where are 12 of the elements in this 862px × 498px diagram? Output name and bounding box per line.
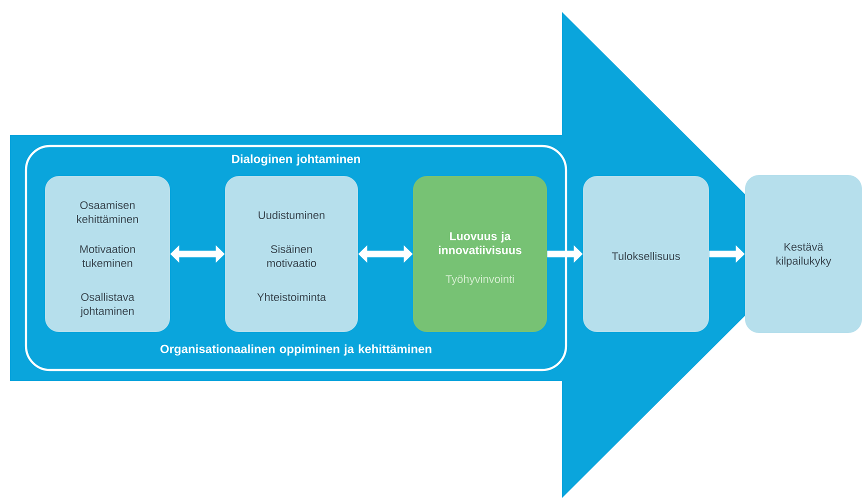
box-text: Yhteistoiminta — [257, 292, 326, 302]
box-text: Tuloksellisuus — [612, 252, 680, 260]
box-text: Sisäinen motivaatio — [267, 244, 316, 268]
box-text: Uudistuminen — [258, 210, 324, 220]
frame-footer: Organisationaalinen oppiminen ja kehittäminen — [160, 344, 432, 356]
box-text: Motivaation tukeminen — [80, 244, 135, 268]
box-text: Työhyvinvointi — [446, 274, 514, 286]
box-text: Kestävä kilpailukyky — [776, 243, 832, 267]
frame-heading: Dialoginen johtaminen — [232, 154, 360, 166]
box-heading: Luovuus ja innovatiivisuus — [438, 232, 522, 254]
box-text: Osaamisen kehittäminen — [77, 200, 138, 224]
box-text: Osallistava johtaminen — [80, 292, 134, 318]
